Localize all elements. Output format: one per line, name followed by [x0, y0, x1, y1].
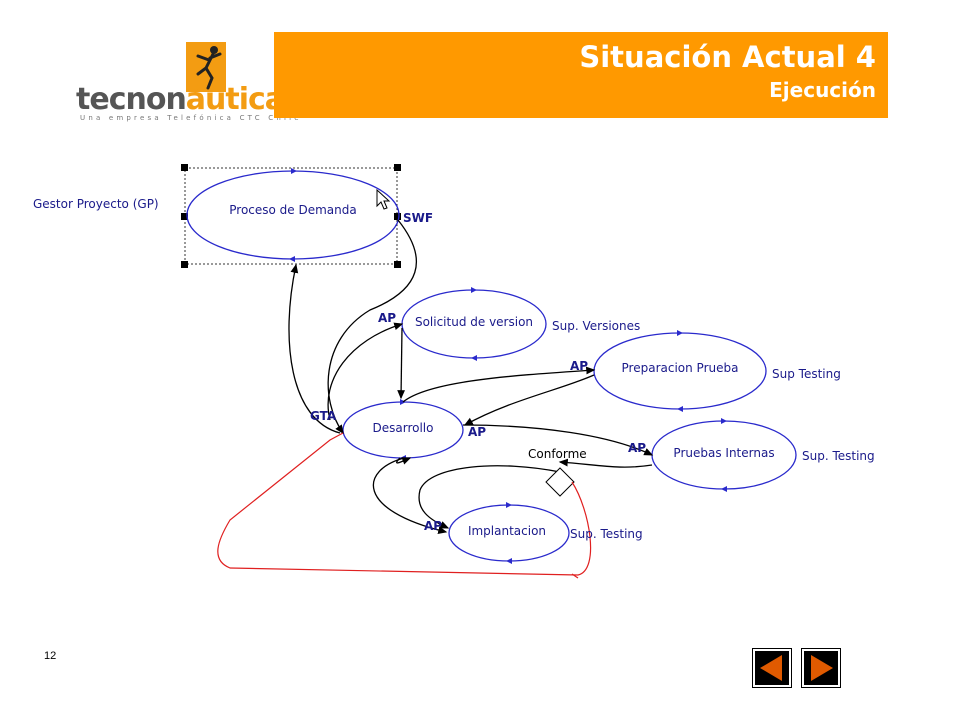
label-sup-testing-preparacion: Sup Testing: [772, 367, 841, 381]
node-proceso-de-demanda[interactable]: Proceso de Demanda: [186, 168, 400, 262]
node-desarrollo[interactable]: Desarrollo: [342, 399, 464, 461]
mouse-cursor-icon: [376, 188, 391, 210]
label-gta: GTA: [310, 409, 337, 423]
label-ap-implantacion: AP: [424, 519, 442, 533]
node-label-preparacion: Preparacion Prueba: [622, 361, 739, 375]
node-implantacion[interactable]: Implantacion: [448, 502, 570, 564]
arrow-left-icon: [753, 649, 791, 687]
logo-runner-mark: [186, 42, 226, 92]
previous-slide-button[interactable]: [752, 648, 792, 688]
node-label-implantacion: Implantacion: [468, 524, 546, 538]
page-number: 12: [44, 650, 57, 662]
decision-diamond-conforme[interactable]: [545, 467, 575, 497]
logo-tagline: Una empresa Telefónica CTC Chile: [80, 114, 302, 122]
page-subtitle: Ejecución: [769, 78, 876, 102]
label-swf: SWF: [403, 211, 433, 225]
node-label-solicitud: Solicitud de version: [415, 315, 533, 329]
label-ap-solicitud: AP: [378, 311, 396, 325]
node-solicitud-de-version[interactable]: Solicitud de version: [401, 287, 547, 361]
next-slide-button[interactable]: [801, 648, 841, 688]
logo-wordmark: tecnonáutica: [76, 82, 285, 117]
rework-loop: [217, 432, 592, 579]
label-sup-versiones: Sup. Versiones: [552, 319, 640, 333]
arrow-right-icon: [802, 649, 840, 687]
title-bar: Situación Actual 4 Ejecución: [274, 32, 888, 118]
company-logo: tecnonáutica Una empresa Telefónica CTC …: [70, 32, 299, 122]
node-label-proceso: Proceso de Demanda: [229, 203, 356, 217]
node-label-desarrollo: Desarrollo: [373, 421, 434, 435]
label-conforme: Conforme: [528, 447, 587, 461]
connectors: [288, 219, 654, 534]
node-pruebas-internas[interactable]: Pruebas Internas: [651, 418, 797, 492]
label-sup-testing-implantacion: Sup. Testing: [570, 527, 643, 541]
node-preparacion-prueba[interactable]: Preparacion Prueba: [593, 330, 767, 412]
page-title: Situación Actual 4: [579, 40, 876, 74]
label-ap-pruebas: AP: [628, 441, 646, 455]
label-gestor-proyecto: Gestor Proyecto (GP): [33, 197, 159, 211]
node-label-pruebas: Pruebas Internas: [673, 446, 774, 460]
label-sup-testing-pruebas: Sup. Testing: [802, 449, 875, 463]
process-diagram: Proceso de Demanda Solicitud de version …: [33, 164, 875, 579]
label-ap-desarrollo: AP: [468, 425, 486, 439]
label-ap-preparacion: AP: [570, 359, 588, 373]
